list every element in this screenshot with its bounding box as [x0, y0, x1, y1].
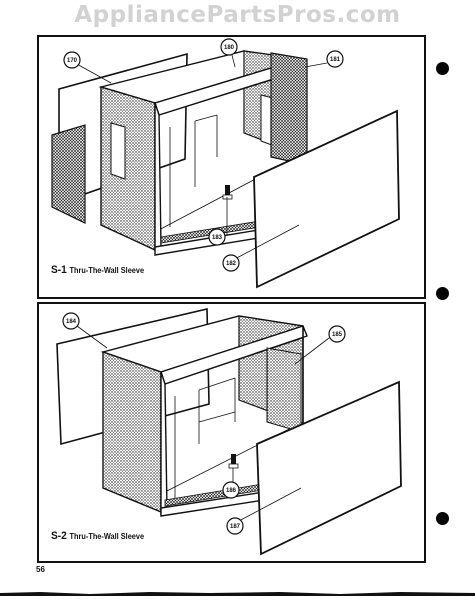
callout-180: 180 [220, 38, 238, 56]
part-186-bracket [228, 454, 239, 469]
sleeve-diagram-s2: 184 185 186 187 [56, 307, 402, 556]
svg-text:181: 181 [330, 57, 341, 63]
watermark: AppliancePartsPros.com [74, 2, 401, 28]
callout-183: 183 [208, 228, 226, 246]
svg-text:186: 186 [226, 488, 237, 494]
svg-text:182: 182 [226, 261, 237, 267]
figure-code-s1: S-1 [51, 264, 67, 276]
svg-text:180: 180 [224, 45, 235, 51]
binder-hole-bottom [436, 512, 449, 525]
part-181-side-panel [270, 52, 308, 166]
callout-185: 185 [328, 325, 346, 343]
figure-title-s1: Thru-The-Wall Sleeve [69, 266, 145, 275]
binder-hole-middle [436, 287, 449, 300]
svg-text:170: 170 [67, 58, 78, 64]
part-183-bracket [222, 185, 233, 200]
part-185-side-panel [266, 347, 302, 433]
figure-title-s2: Thru-The-Wall Sleeve [69, 532, 145, 541]
part-187-front-panel [256, 380, 402, 556]
callout-181: 181 [326, 50, 344, 68]
svg-text:184: 184 [66, 319, 77, 325]
callout-187: 187 [226, 517, 244, 535]
binder-hole-top [436, 62, 449, 75]
page-number: 56 [36, 565, 45, 574]
callout-leaders-s1 [74, 50, 328, 262]
svg-text:187: 187 [230, 524, 241, 530]
figure-code-s2: S-2 [51, 530, 67, 542]
callout-182: 182 [222, 254, 240, 272]
scan-edge [0, 592, 475, 596]
callout-186: 186 [222, 481, 240, 499]
svg-text:185: 185 [332, 332, 343, 338]
callout-184: 184 [62, 312, 80, 330]
part-182-front-panel [253, 109, 400, 289]
left-side-panel-s1 [51, 124, 86, 224]
sleeve-diagram-s1: 170 180 181 183 182 [51, 38, 400, 289]
svg-text:183: 183 [212, 235, 223, 241]
callout-170: 170 [63, 51, 81, 69]
